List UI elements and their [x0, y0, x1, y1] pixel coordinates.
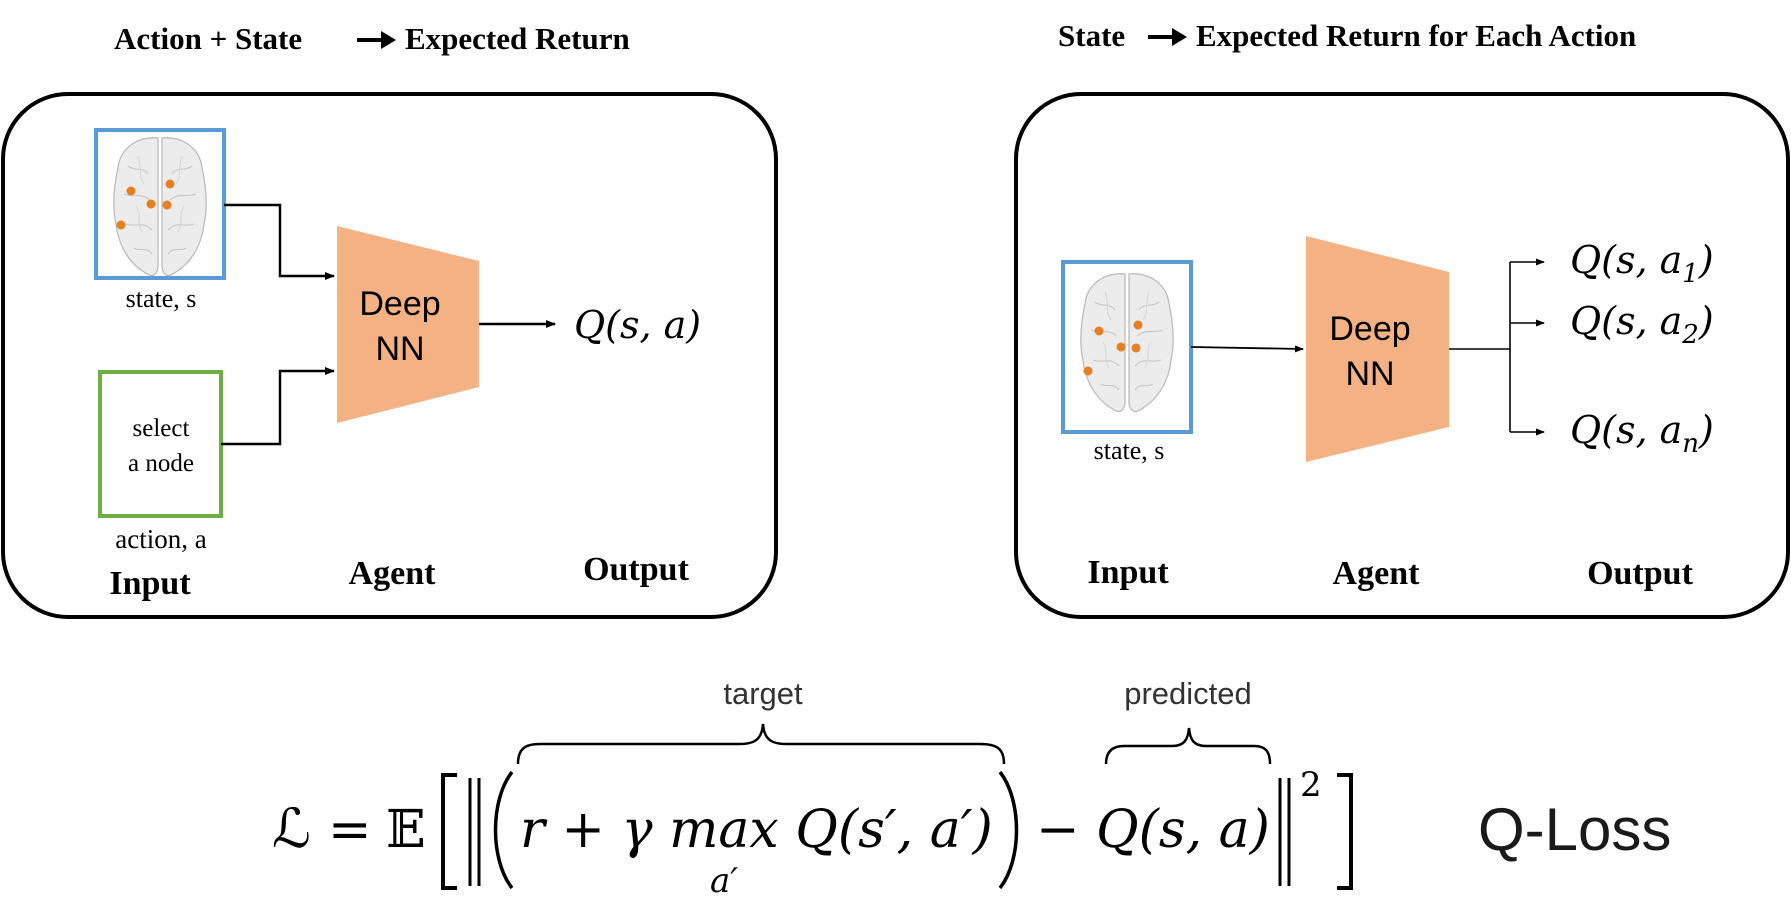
expectation-symbol: 𝔼	[386, 800, 426, 860]
left-col-output: Output	[583, 551, 689, 588]
agent-deep-nn	[1306, 236, 1449, 462]
left-panel-title-left: Action + State	[114, 21, 302, 56]
left-panel: Action + State Expected Return state, s …	[1, 21, 778, 619]
right-col-output: Output	[1587, 555, 1693, 592]
output-q-an: Q(s, an)	[1570, 408, 1714, 459]
right-panel: State Expected Return for Each Action st…	[1014, 18, 1790, 619]
minus-sign: −	[1036, 800, 1080, 860]
output-fanout	[1449, 258, 1545, 436]
max-subscript: a′	[710, 861, 738, 901]
action-to-agent-arrow	[221, 367, 335, 446]
loss-symbol: ℒ	[272, 797, 311, 860]
left-col-input: Input	[109, 565, 191, 602]
left-col-agent: Agent	[349, 555, 437, 592]
right-arrow-icon	[357, 31, 396, 49]
predicted-label: predicted	[1124, 676, 1252, 711]
right-col-agent: Agent	[1333, 555, 1421, 592]
brain-nodes	[1083, 320, 1143, 376]
q-loss-title: Q-Loss	[1478, 796, 1671, 863]
state-to-agent-arrow	[1190, 345, 1304, 353]
right-panel-title-right: Expected Return for Each Action	[1196, 18, 1636, 53]
target-label: target	[723, 676, 803, 711]
state-image	[94, 128, 226, 280]
agent-label-line1: Deep	[359, 285, 440, 323]
right-panel-title-left: State	[1058, 18, 1125, 53]
left-paren	[493, 770, 514, 890]
output-q-a2: Q(s, a2)	[1570, 299, 1714, 350]
state-label: state, s	[126, 284, 197, 313]
target-expression: r + γ max Q(s′, a′)	[520, 800, 993, 860]
state-image	[1061, 260, 1193, 434]
agent-label-line1: Deep	[1329, 310, 1410, 348]
predicted-brace	[1104, 727, 1272, 765]
target-brace	[516, 723, 1006, 765]
agent-label-line2: NN	[1345, 355, 1394, 393]
right-paren	[998, 770, 1019, 890]
predicted-expression: Q(s, a)	[1096, 800, 1270, 860]
action-label: action, a	[115, 524, 206, 554]
right-panel-frame	[1014, 92, 1790, 619]
left-panel-frame	[1, 92, 778, 619]
right-arrow-icon	[1148, 28, 1187, 46]
action-box-line1: select	[133, 415, 190, 442]
output-formula: Q(s, a)	[574, 303, 701, 347]
action-box	[98, 370, 223, 518]
right-col-input: Input	[1087, 554, 1169, 591]
agent-deep-nn	[337, 226, 479, 423]
agent-label-line2: NN	[375, 330, 424, 368]
q-loss-formula: target predicted ℒ = 𝔼 r + γ max Q(s′, a…	[272, 676, 1671, 901]
action-box-line2: a node	[128, 450, 194, 477]
equals-sign: =	[328, 800, 372, 860]
state-to-agent-arrow	[224, 203, 335, 280]
state-label: state, s	[1094, 436, 1165, 465]
right-square-bracket	[1337, 773, 1353, 890]
output-q-a1: Q(s, a1)	[1570, 238, 1714, 289]
left-panel-title-right: Expected Return	[405, 21, 630, 56]
left-square-bracket	[441, 773, 457, 890]
exponent: 2	[1300, 765, 1322, 805]
brain-nodes	[116, 179, 175, 230]
